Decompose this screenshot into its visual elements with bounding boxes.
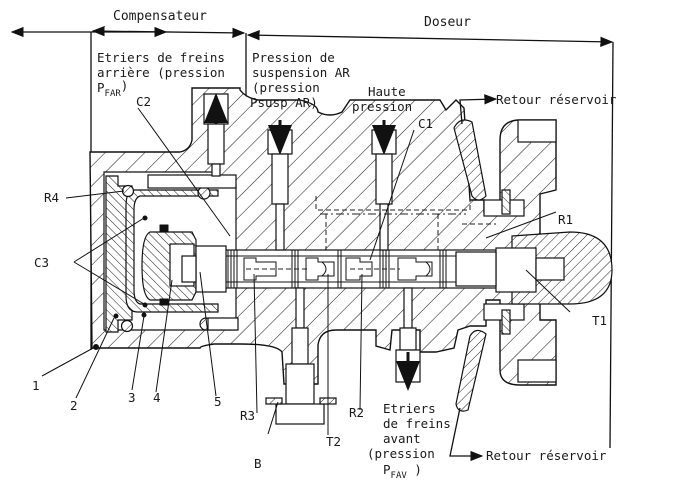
valve-element-t2 <box>305 257 335 281</box>
callout-r4: R4 <box>44 190 59 205</box>
front-brakes-line3: avant <box>383 431 421 446</box>
seal-dot-1 <box>93 344 99 350</box>
spool <box>196 250 496 288</box>
rear-brakes-line3: PFAR) <box>97 78 128 99</box>
seal-lower <box>159 298 169 306</box>
hidden-passage-upper <box>315 196 471 211</box>
callout-b: B <box>254 456 262 471</box>
return-tube-top <box>453 94 498 201</box>
label-front-brakes: Etriers de freins avant (pression PFAV ) <box>367 401 451 481</box>
upper-passage <box>147 174 237 189</box>
plunger-5 <box>195 245 227 293</box>
right-lower-boss <box>517 359 557 383</box>
callout-5: 5 <box>214 394 222 409</box>
callout-r2: R2 <box>349 405 364 420</box>
valve-tip-2 <box>425 261 431 277</box>
rear-suspension-line2: suspension AR <box>252 65 350 80</box>
section-doseur-label: Doseur <box>424 15 471 30</box>
doseur-span-arrow <box>246 30 614 47</box>
high-pressure-line1: Haute <box>368 84 406 99</box>
port-high-pressure <box>371 120 397 251</box>
spool-lands <box>227 250 447 288</box>
t1-nose <box>535 257 565 281</box>
front-brakes-line1: Etriers <box>383 401 436 416</box>
spool-extension <box>455 251 497 287</box>
hidden-passage-drops <box>325 214 439 250</box>
callout-t1: T1 <box>592 313 607 328</box>
leader-lines <box>41 107 571 435</box>
seal-upper <box>159 224 169 232</box>
callout-1: 1 <box>32 378 40 393</box>
label-return-top: Retour réservoir <box>496 92 617 107</box>
plunger-head <box>181 255 197 283</box>
seal-dot-2 <box>113 313 119 319</box>
o-ring-r4 <box>121 184 135 198</box>
o-ring-lower-left <box>120 319 134 333</box>
callout-c3: C3 <box>34 255 49 270</box>
valve-element-c1 <box>397 257 433 281</box>
port-rear-suspension <box>267 120 293 251</box>
t1-bore <box>495 247 537 293</box>
o-ring-upper-right <box>197 186 211 200</box>
label-return-bottom: Retour réservoir <box>486 448 607 463</box>
section-compensateur-label: Compensateur <box>113 9 207 24</box>
lower-passage <box>207 317 239 331</box>
valve-element-r2 <box>345 257 373 281</box>
right-lower-washer <box>501 309 511 335</box>
callout-3: 3 <box>128 390 136 405</box>
callout-r3: R3 <box>240 408 255 423</box>
valve-tip-1 <box>321 261 327 277</box>
callout-t2: T2 <box>326 434 341 449</box>
front-brakes-line5: PFAV ) <box>383 462 422 481</box>
rear-brakes-line2: arrière (pression <box>97 65 225 80</box>
callout-2: 2 <box>70 398 78 413</box>
rear-suspension-line1: Pression de <box>252 50 335 65</box>
rear-brakes-line1: Etriers de freins <box>97 50 225 65</box>
port-front-brakes <box>395 287 421 391</box>
callout-c1: C1 <box>418 116 433 131</box>
right-upper-washer <box>501 189 511 215</box>
rear-suspension-line4: Psusp AR) <box>250 95 318 110</box>
front-brakes-line4: (pression <box>367 446 435 461</box>
front-brakes-line2: de freins <box>383 416 451 431</box>
label-high-pressure: Haute pression <box>352 84 412 114</box>
port-rear-brakes <box>203 93 229 177</box>
rear-suspension-line3: (pression <box>252 80 320 95</box>
right-upper-boss <box>517 119 557 143</box>
callout-r1: R1 <box>558 212 573 227</box>
callout-c2: C2 <box>136 94 151 109</box>
label-rear-suspension: Pression de suspension AR (pression Psus… <box>250 50 350 110</box>
seal-dot-c3-upper <box>142 215 148 221</box>
return-tube-bottom <box>449 329 487 462</box>
label-rear-brakes: Etriers de freins arrière (pression PFAR… <box>97 50 225 99</box>
compensator-cup <box>125 189 219 313</box>
valve-element-r3 <box>243 257 277 281</box>
compensateur-arrow <box>91 25 246 39</box>
high-pressure-line2: pression <box>352 99 412 114</box>
port-bleed-screw <box>265 287 337 425</box>
callout-4: 4 <box>153 390 161 405</box>
doseur-right-boundary <box>609 41 614 449</box>
